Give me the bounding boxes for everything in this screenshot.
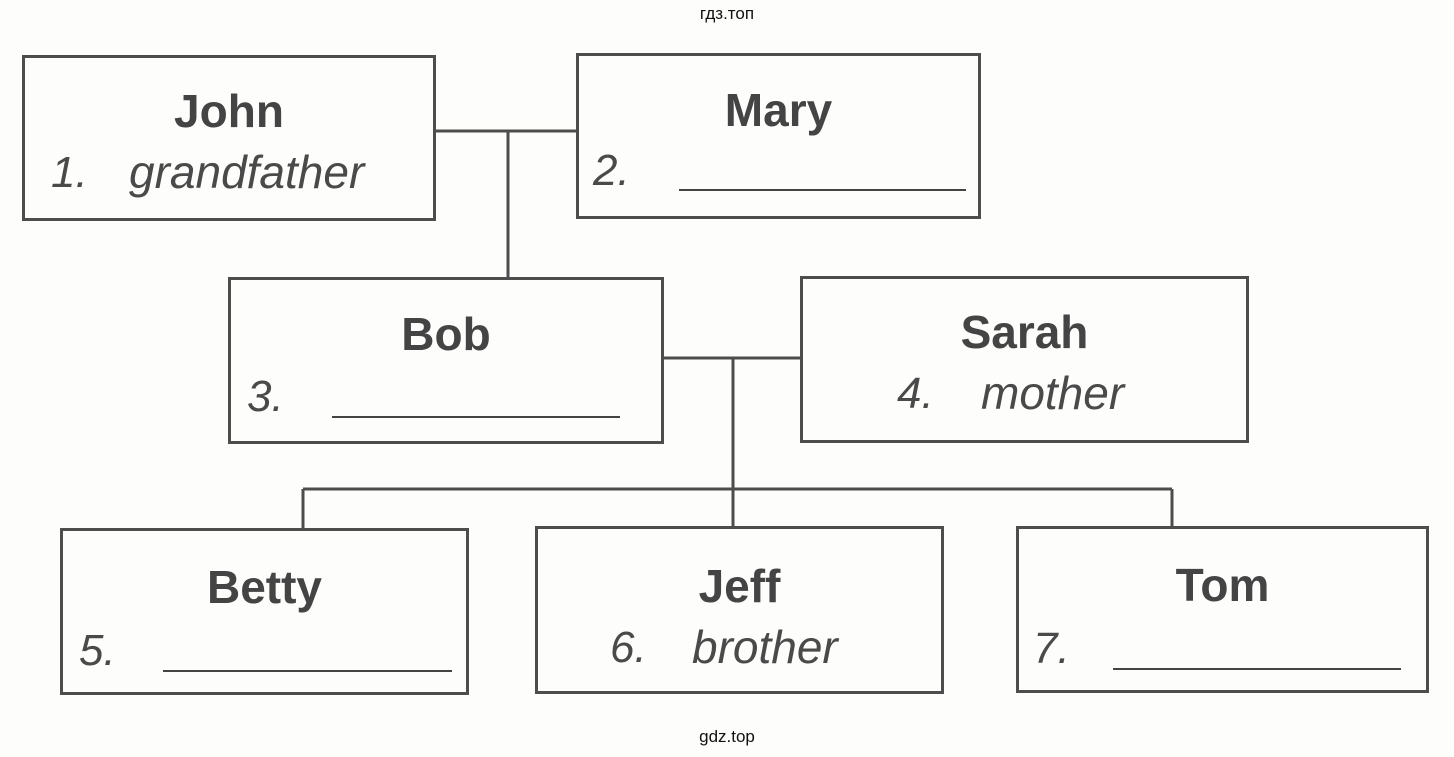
member-box-mary: Mary 2.	[576, 53, 981, 219]
member-number: 6.	[610, 623, 647, 672]
member-answer: brother	[692, 621, 838, 673]
member-name: Tom	[1175, 559, 1270, 611]
watermark-bottom: gdz.top	[699, 727, 755, 746]
answer-blank-line	[1113, 668, 1401, 670]
member-number: 7.	[1033, 624, 1070, 673]
member-number: 4.	[897, 369, 934, 418]
member-box-sarah: Sarah 4. mother	[800, 276, 1249, 443]
member-answer: grandfather	[129, 146, 365, 198]
member-name: Betty	[206, 561, 323, 613]
watermark-top: гдз.топ	[699, 4, 755, 23]
member-name: Jeff	[698, 560, 781, 612]
member-name: Mary	[724, 84, 833, 136]
member-number: 2.	[593, 146, 630, 195]
member-box-john: John 1. grandfather	[22, 55, 436, 221]
answer-blank-line	[679, 189, 966, 191]
member-name: Bob	[401, 308, 491, 360]
member-box-tom: Tom 7.	[1016, 526, 1429, 693]
member-number: 5.	[79, 626, 116, 675]
answer-blank-line	[332, 416, 620, 418]
member-box-bob: Bob 3.	[228, 277, 664, 444]
member-number: 1.	[51, 148, 88, 197]
member-box-jeff: Jeff 6. brother	[535, 526, 944, 694]
answer-blank-line	[163, 670, 452, 672]
member-name: Sarah	[960, 306, 1089, 358]
member-answer: mother	[981, 367, 1125, 419]
member-number: 3.	[247, 372, 284, 421]
member-name: John	[174, 85, 284, 137]
member-box-betty: Betty 5.	[60, 528, 469, 695]
